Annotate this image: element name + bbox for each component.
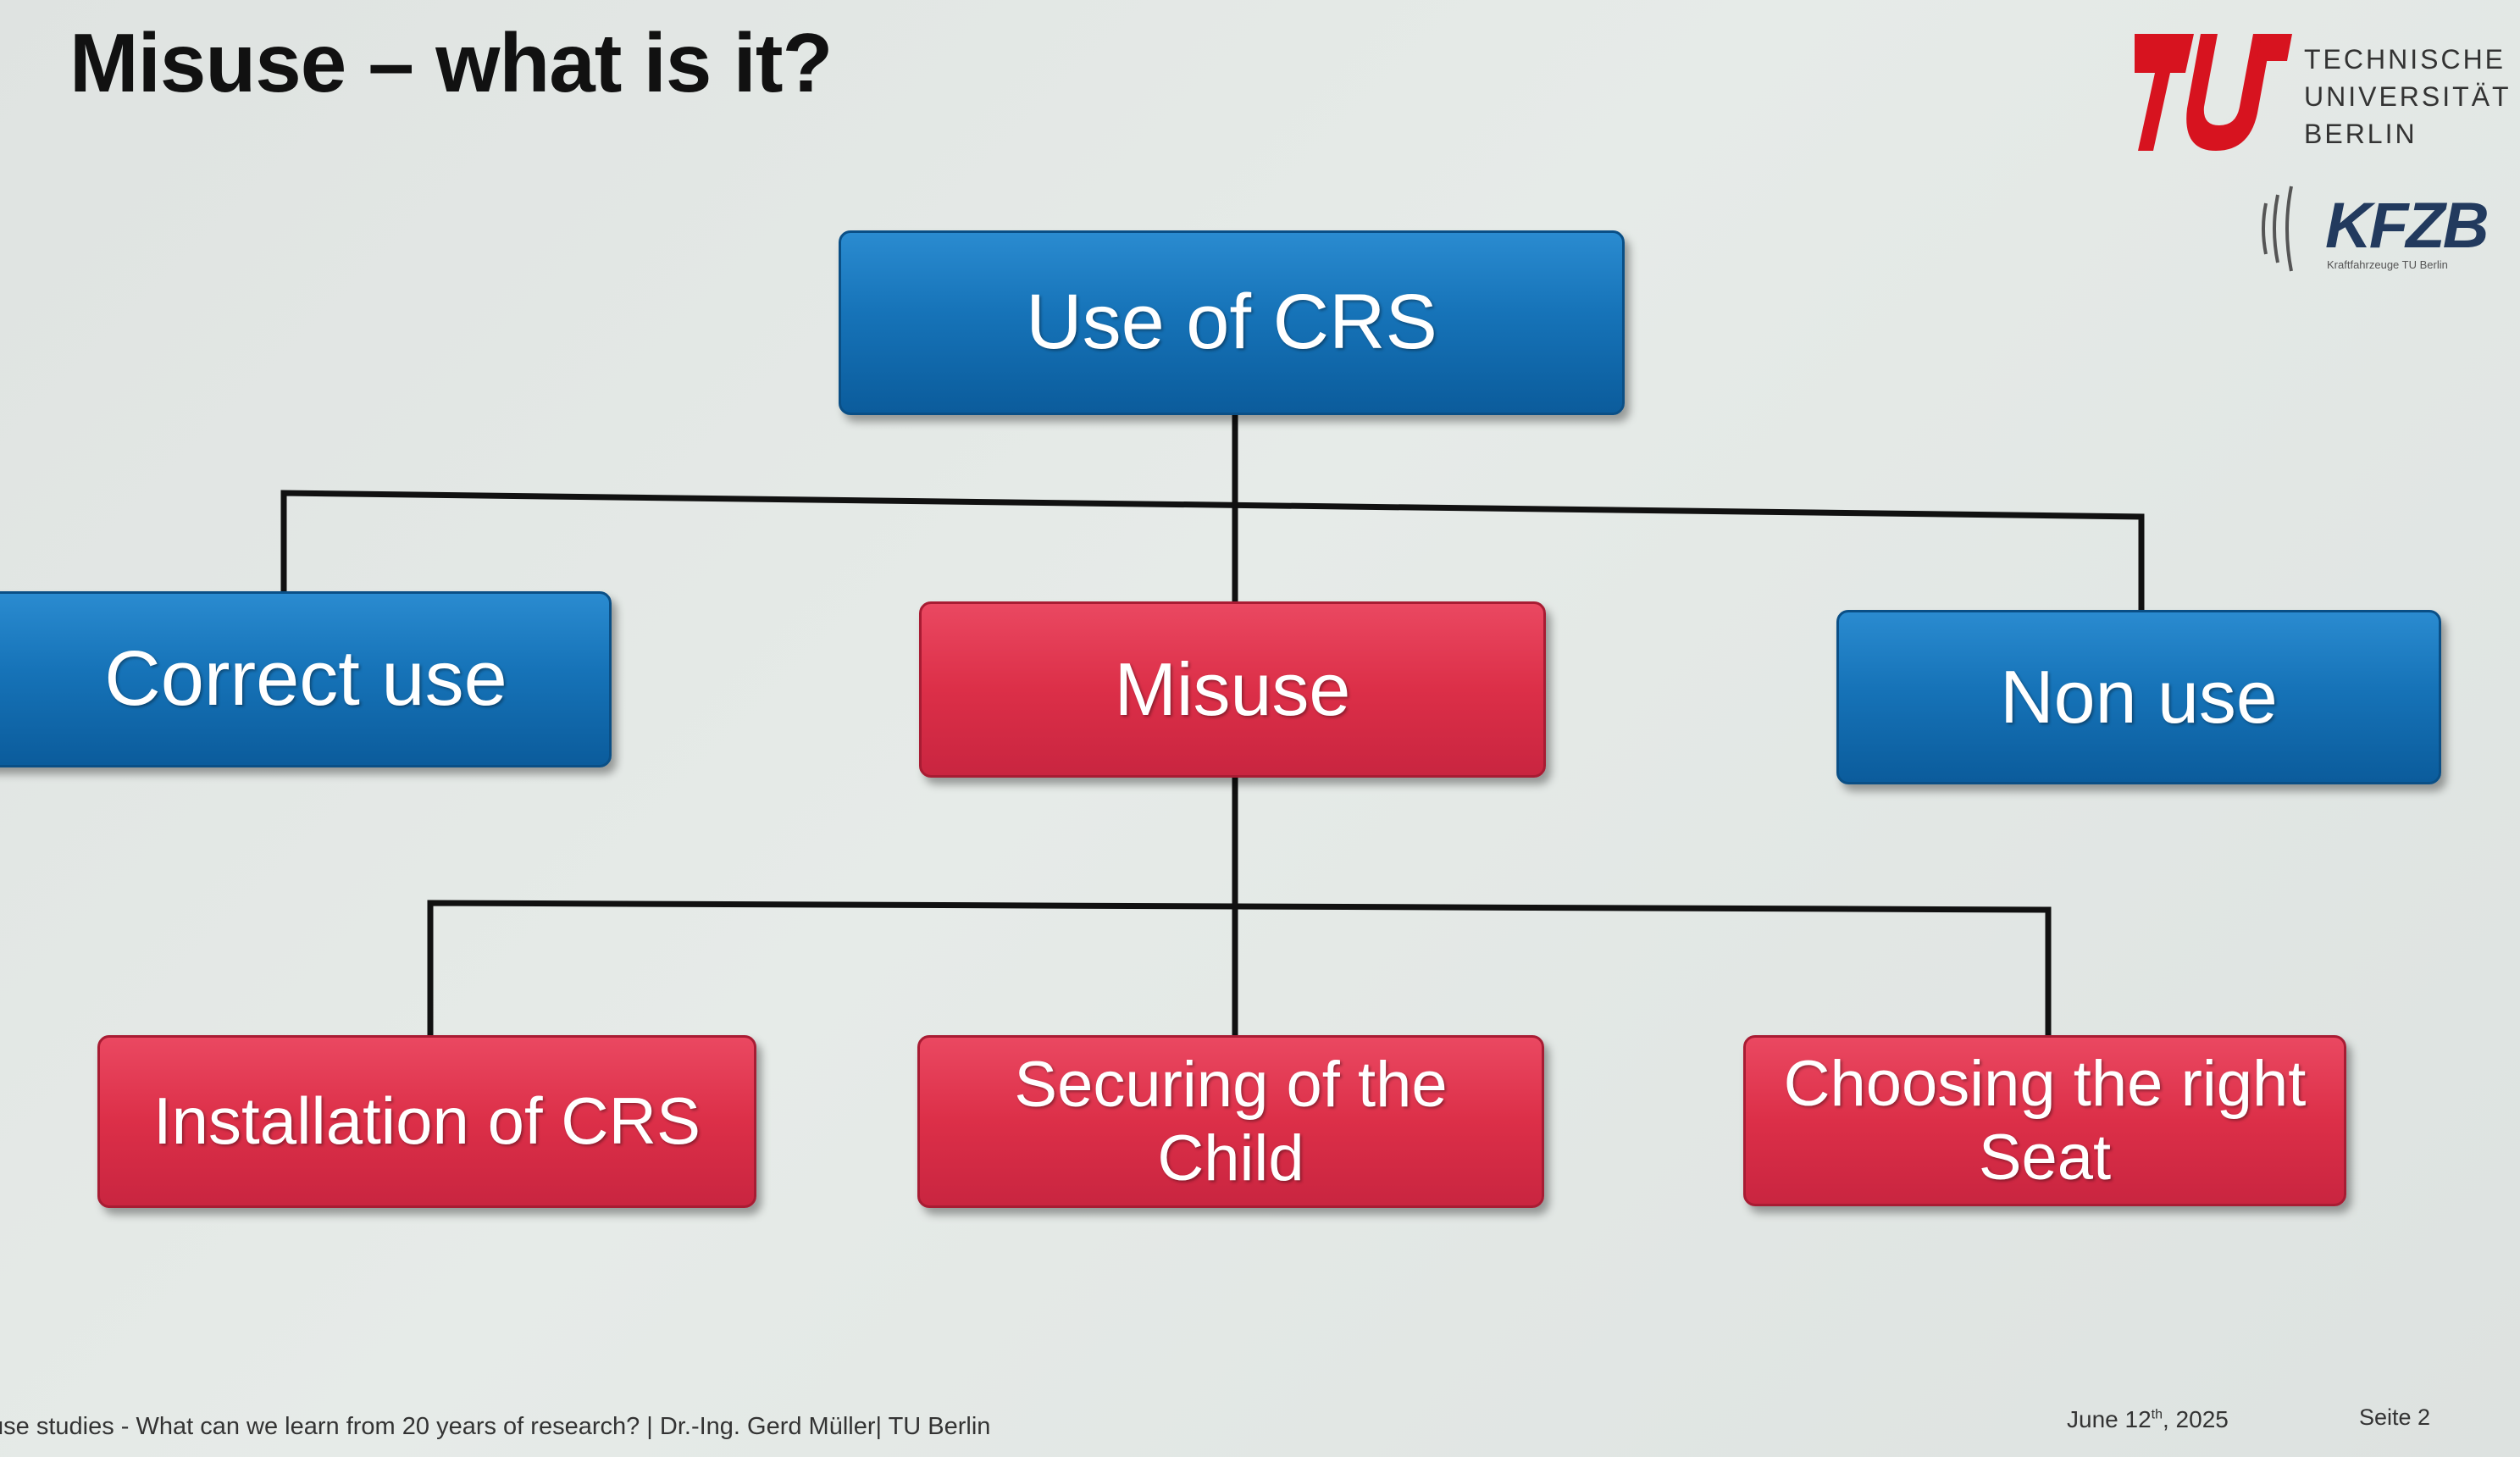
- tu-logo-line2: UNIVERSITÄT: [2304, 81, 2512, 112]
- node-correct-use-label: Correct use: [104, 635, 507, 723]
- node-securing-of-the-child: Securing of the Child: [917, 1035, 1544, 1208]
- node-non-use-label: Non use: [2000, 655, 2278, 740]
- footer-talk-info: use studies - What can we learn from 20 …: [0, 1413, 991, 1440]
- footer-page-number: Seite 2: [2359, 1404, 2431, 1430]
- node-misuse-label: Misuse: [1114, 647, 1351, 732]
- node-correct-use: Correct use: [0, 591, 612, 767]
- slide-title: Misuse – what is it?: [69, 16, 833, 109]
- footer-date-prefix: June 12: [2067, 1406, 2152, 1432]
- node-installation-of-crs: Installation of CRS: [97, 1035, 756, 1208]
- node-non-use: Non use: [1836, 610, 2441, 784]
- tu-berlin-logo: TECHNISCHE UNIVERSITÄT BERLIN: [2135, 24, 2509, 168]
- footer-date: June 12th, 2025: [2067, 1406, 2229, 1433]
- node-installation-label: Installation of CRS: [153, 1083, 701, 1159]
- node-securing-line2: Child: [1157, 1122, 1304, 1194]
- node-use-of-crs-label: Use of CRS: [1026, 279, 1437, 366]
- node-choosing-line1: Choosing the right: [1783, 1047, 2307, 1120]
- tu-logo-text: TECHNISCHE UNIVERSITÄT BERLIN: [2304, 41, 2512, 152]
- connector-level1-bar: [280, 490, 2145, 613]
- node-use-of-crs: Use of CRS: [839, 230, 1625, 415]
- node-securing-line1: Securing of the: [1014, 1048, 1448, 1121]
- tu-logo-line1: TECHNISCHE: [2304, 44, 2506, 75]
- tu-logo-icon: [2135, 34, 2292, 151]
- node-misuse: Misuse: [919, 601, 1546, 778]
- node-choosing-the-right-seat: Choosing the right Seat: [1743, 1035, 2346, 1206]
- signal-waves-icon: [2262, 186, 2293, 272]
- kfzb-subtitle: Kraftfahrzeuge TU Berlin: [2327, 258, 2448, 271]
- footer-date-sup: th: [2151, 1407, 2163, 1422]
- kfzb-wordmark: KFZB: [2325, 190, 2490, 262]
- connector-level2-bar: [427, 900, 2052, 1039]
- tu-logo-line3: BERLIN: [2304, 119, 2418, 149]
- footer-date-suffix: , 2025: [2162, 1406, 2229, 1432]
- node-choosing-line2: Seat: [1978, 1122, 2112, 1194]
- kfzb-logo: KFZB Kraftfahrzeuge TU Berlin: [2257, 174, 2495, 275]
